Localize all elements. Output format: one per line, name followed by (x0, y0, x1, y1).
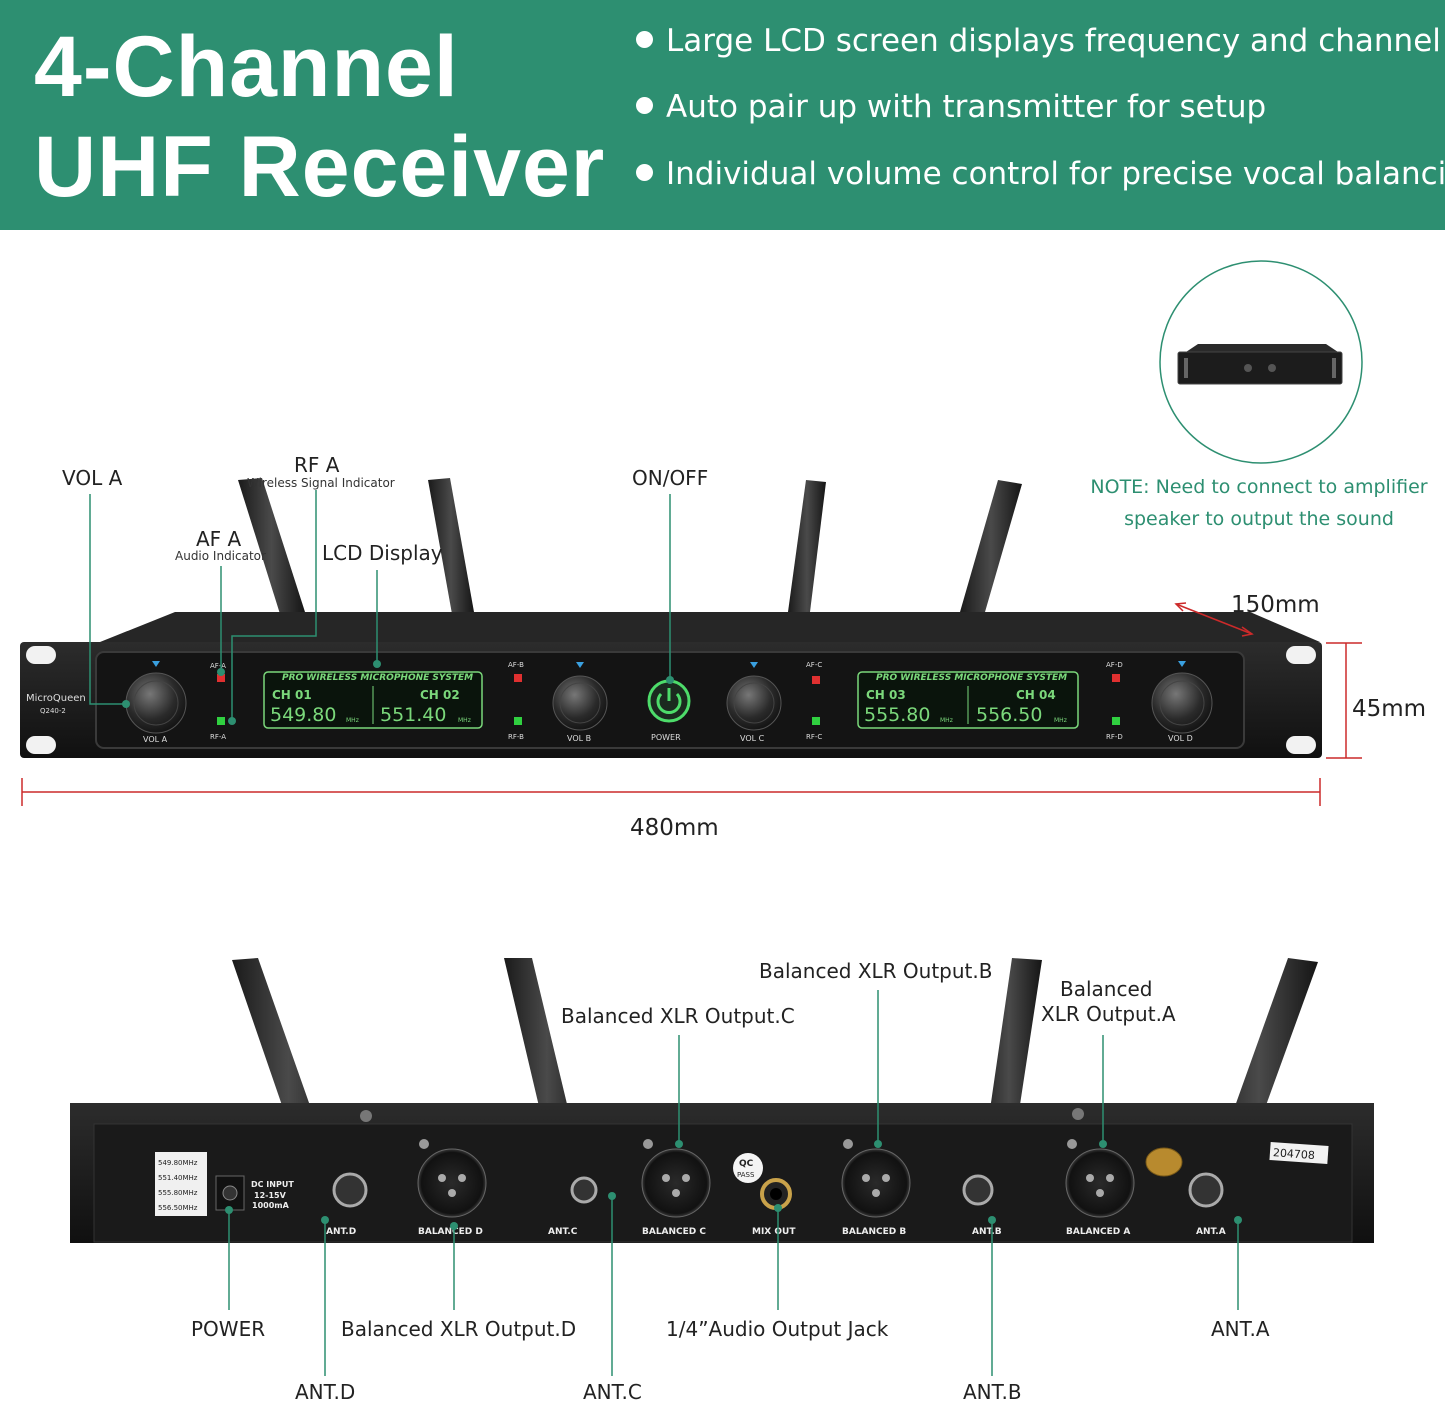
callout-xlr-c: Balanced XLR Output.C (561, 1004, 795, 1028)
svg-text:RF-D: RF-D (1106, 733, 1123, 741)
title-line-1: 4-Channel (34, 19, 459, 115)
front-callout-lines (89, 490, 671, 721)
callout-ant-c: ANT.C (583, 1380, 642, 1404)
svg-text:ANT.C: ANT.C (548, 1227, 578, 1237)
callout-ant-b: ANT.B (963, 1380, 1022, 1404)
svg-text:555.80MHz: 555.80MHz (158, 1189, 198, 1197)
svg-text:MHz: MHz (346, 717, 359, 724)
svg-text:556.50MHz: 556.50MHz (158, 1204, 198, 1212)
callout-af-a-sub: Audio Indicator (175, 549, 266, 563)
bullet-dot-icon (636, 164, 653, 181)
svg-text:BALANCED C: BALANCED C (642, 1227, 706, 1237)
bullet-dot-icon (636, 31, 653, 48)
feature-bullet-3: Individual volume control for precise vo… (636, 159, 1445, 190)
callout-xlr-d: Balanced XLR Output.D (341, 1317, 577, 1341)
svg-text:555.80: 555.80 (864, 704, 930, 726)
svg-text:PRO WIRELESS MICROPHONE SYSTEM: PRO WIRELESS MICROPHONE SYSTEM (282, 673, 473, 683)
svg-text:CH 04: CH 04 (1016, 688, 1056, 702)
rear-callout-lines (228, 990, 1239, 1376)
svg-text:ANT.B: ANT.B (972, 1227, 1002, 1237)
svg-text:PRO WIRELESS MICROPHONE SYSTEM: PRO WIRELESS MICROPHONE SYSTEM (876, 673, 1067, 683)
svg-text:VOL C: VOL C (740, 734, 765, 743)
callout-rf-a: RF A (294, 453, 340, 477)
svg-text:12-15V: 12-15V (254, 1191, 287, 1200)
callout-xlr-b: Balanced XLR Output.B (759, 959, 993, 983)
callout-af-a: AF A (196, 527, 242, 551)
rear-receiver-unit: 549.80MHz 551.40MHz 555.80MHz 556.50MHz … (70, 1103, 1374, 1243)
svg-text:PASS: PASS (737, 1171, 755, 1179)
svg-text:551.40MHz: 551.40MHz (158, 1174, 198, 1182)
volume-knob-d: VOL D (1151, 661, 1213, 743)
svg-text:549.80: 549.80 (270, 704, 336, 726)
svg-text:204708: 204708 (1273, 1146, 1316, 1162)
svg-text:VOL B: VOL B (567, 734, 591, 743)
dimension-height: 45mm (1352, 696, 1427, 722)
front-model: Q240-2 (40, 707, 66, 715)
svg-text:1000mA: 1000mA (252, 1201, 290, 1210)
svg-text:CH 01: CH 01 (272, 688, 312, 702)
callout-ant-a: ANT.A (1211, 1317, 1270, 1341)
callout-xlr-a-line2: XLR Output.A (1041, 1002, 1176, 1026)
amplifier-note: NOTE: Need to connect to amplifier speak… (1090, 476, 1428, 530)
feature-bullet-1: Large LCD screen displays frequency and … (636, 26, 1441, 57)
dimension-lines (21, 602, 1362, 806)
title-line-2: UHF Receiver (34, 119, 606, 215)
bullet-dot-icon (636, 97, 653, 114)
indicator-rf-a-label: RF-A (210, 733, 226, 741)
volume-knob-b: VOL B (552, 662, 608, 743)
svg-text:551.40: 551.40 (380, 704, 446, 726)
svg-text:BALANCED D: BALANCED D (418, 1227, 483, 1237)
callout-vol-a: VOL A (62, 466, 123, 490)
callout-power: POWER (191, 1317, 266, 1341)
callout-lcd-display: LCD Display (322, 541, 443, 565)
front-antennas (238, 478, 1022, 614)
amplifier-inset (1159, 260, 1363, 464)
header-banner (0, 0, 1445, 230)
svg-text:MHz: MHz (940, 717, 953, 724)
callout-audio-jack: 1/4”Audio Output Jack (666, 1317, 889, 1341)
callout-on-off: ON/OFF (632, 466, 709, 490)
callout-ant-d: ANT.D (295, 1380, 356, 1404)
svg-text:AF-D: AF-D (1106, 661, 1123, 669)
callout-xlr-a-line1: Balanced (1060, 977, 1153, 1001)
svg-text:CH 02: CH 02 (420, 688, 460, 702)
svg-text:BALANCED B: BALANCED B (842, 1227, 906, 1237)
lcd-display-2: PRO WIRELESS MICROPHONE SYSTEM CH 03 CH … (857, 671, 1079, 729)
feature-bullet-2: Auto pair up with transmitter for setup (636, 92, 1266, 123)
svg-text:AF-C: AF-C (806, 661, 822, 669)
svg-text:MIX OUT: MIX OUT (752, 1227, 796, 1237)
dimension-depth: 150mm (1231, 592, 1320, 618)
svg-text:CH 03: CH 03 (866, 688, 906, 702)
front-brand: MicroQueen (26, 693, 86, 704)
callout-rf-a-sub: Wireless Signal Indicator (247, 476, 395, 490)
svg-text:DC INPUT: DC INPUT (251, 1180, 294, 1189)
front-receiver-unit: MicroQueen Q240-2 VOL A VOL B VOL C VOL … (20, 612, 1322, 758)
svg-text:AF-B: AF-B (508, 661, 524, 669)
svg-text:MHz: MHz (1054, 717, 1067, 724)
power-button[interactable]: POWER (647, 679, 691, 742)
indicator-af-a-label: AF-A (210, 662, 226, 670)
svg-text:ANT.A: ANT.A (1196, 1227, 1226, 1237)
svg-text:RF-C: RF-C (806, 733, 822, 741)
svg-text:BALANCED A: BALANCED A (1066, 1227, 1130, 1237)
svg-text:VOL D: VOL D (1168, 734, 1193, 743)
svg-text:RF-B: RF-B (508, 733, 524, 741)
svg-text:QC: QC (739, 1159, 754, 1169)
volume-knob-c: VOL C (726, 662, 782, 743)
svg-text:VOL A: VOL A (143, 735, 168, 744)
lcd-display-1: PRO WIRELESS MICROPHONE SYSTEM CH 01 CH … (263, 671, 483, 729)
svg-text:ANT.D: ANT.D (326, 1227, 356, 1237)
svg-text:556.50: 556.50 (976, 704, 1042, 726)
svg-text:549.80MHz: 549.80MHz (158, 1159, 198, 1167)
power-label: POWER (651, 733, 681, 742)
dimension-width: 480mm (630, 815, 719, 841)
svg-text:MHz: MHz (458, 717, 471, 724)
